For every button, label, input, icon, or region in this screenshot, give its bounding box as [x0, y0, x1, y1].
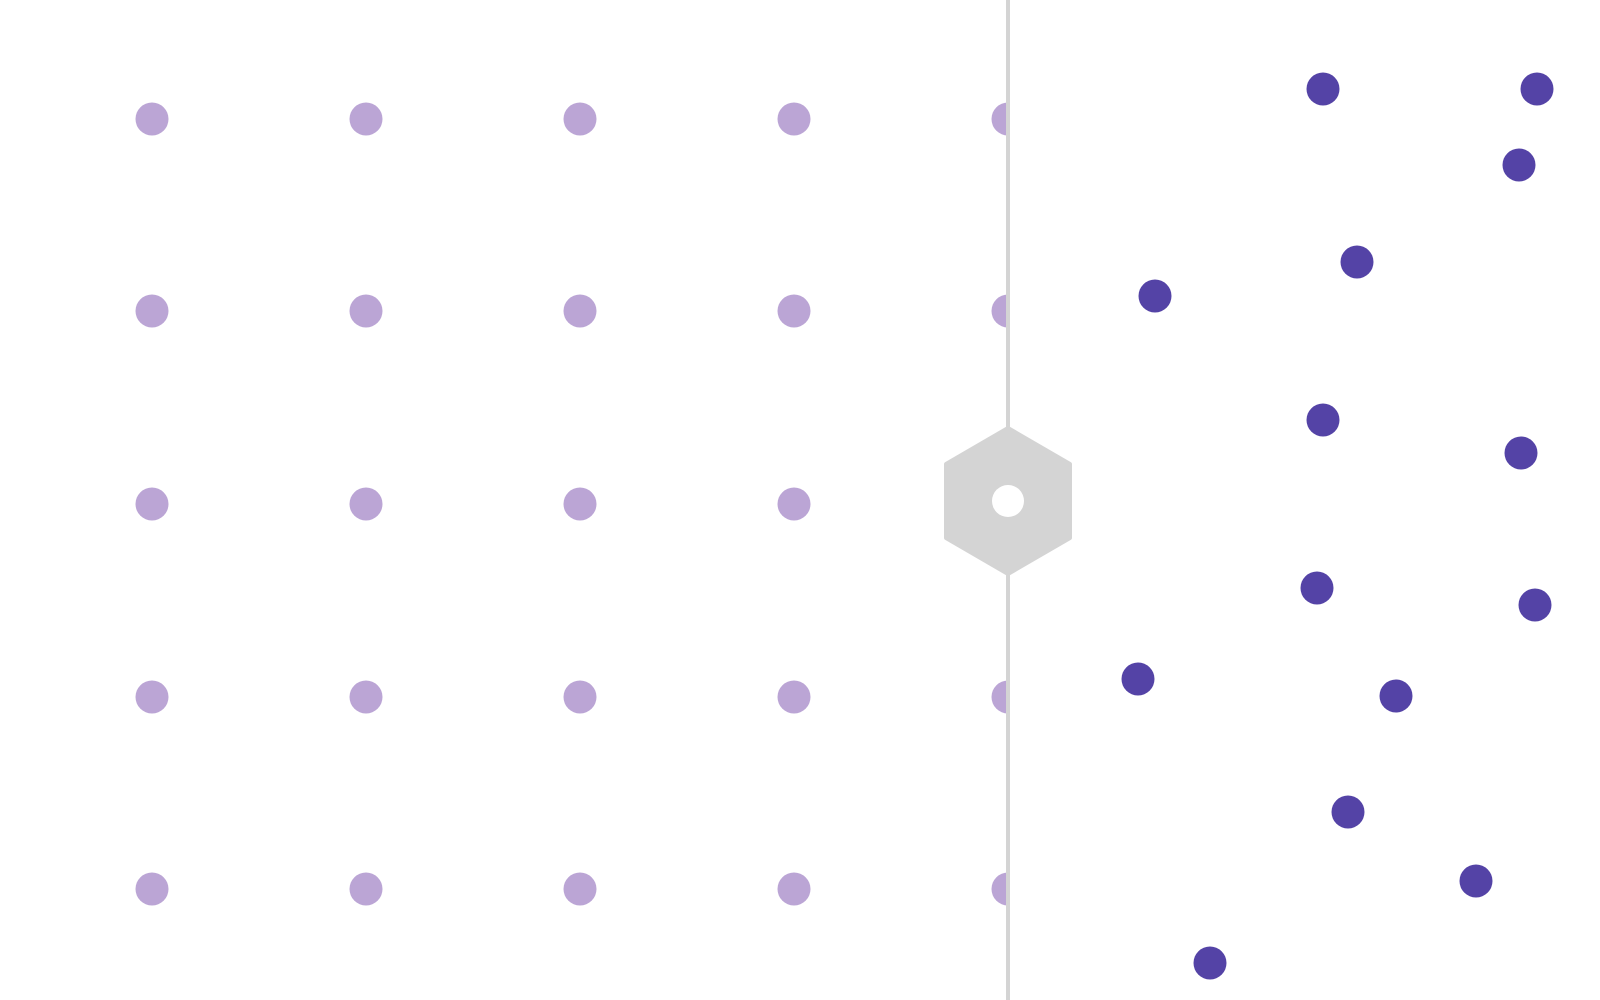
- grid-dot: [135, 872, 169, 906]
- before-pane-ordered-grid: [135, 102, 1010, 906]
- grid-dot: [991, 680, 1010, 714]
- grid-dot: [135, 487, 169, 521]
- divider-handle[interactable]: [942, 426, 1074, 576]
- grid-dot: [563, 872, 597, 906]
- grid-dot: [349, 294, 383, 328]
- grid-dot: [991, 872, 1010, 906]
- grid-dot: [777, 680, 811, 714]
- grid-dot: [563, 102, 597, 136]
- grid-dot: [777, 872, 811, 906]
- scatter-dot: [1193, 946, 1227, 980]
- grid-dot: [349, 872, 383, 906]
- grid-dot: [563, 487, 597, 521]
- scatter-dot: [1379, 679, 1413, 713]
- scatter-dot: [1520, 72, 1554, 106]
- grid-dot: [135, 102, 169, 136]
- scatter-dot: [1331, 795, 1365, 829]
- grid-dot: [349, 680, 383, 714]
- scatter-dot: [1306, 403, 1340, 437]
- grid-dot: [135, 294, 169, 328]
- scatter-dot: [1138, 279, 1172, 313]
- grid-dot: [563, 294, 597, 328]
- scatter-dot: [1121, 662, 1155, 696]
- scatter-dot: [1459, 864, 1493, 898]
- grid-dot: [777, 487, 811, 521]
- scatter-dot: [1504, 436, 1538, 470]
- grid-dot: [991, 102, 1010, 136]
- scatter-dot: [1518, 588, 1552, 622]
- grid-dot: [135, 680, 169, 714]
- hexagon-handle-icon[interactable]: [942, 426, 1074, 576]
- grid-dot: [349, 102, 383, 136]
- grid-dot: [777, 102, 811, 136]
- scatter-dot: [1306, 72, 1340, 106]
- grid-dot: [349, 487, 383, 521]
- after-pane-scattered-dots: [1010, 0, 1600, 1000]
- grid-dot: [777, 294, 811, 328]
- scatter-dot: [1340, 245, 1374, 279]
- scatter-dot: [1502, 148, 1536, 182]
- grid-dot: [563, 680, 597, 714]
- grid-dot: [991, 294, 1010, 328]
- scatter-dot: [1300, 571, 1334, 605]
